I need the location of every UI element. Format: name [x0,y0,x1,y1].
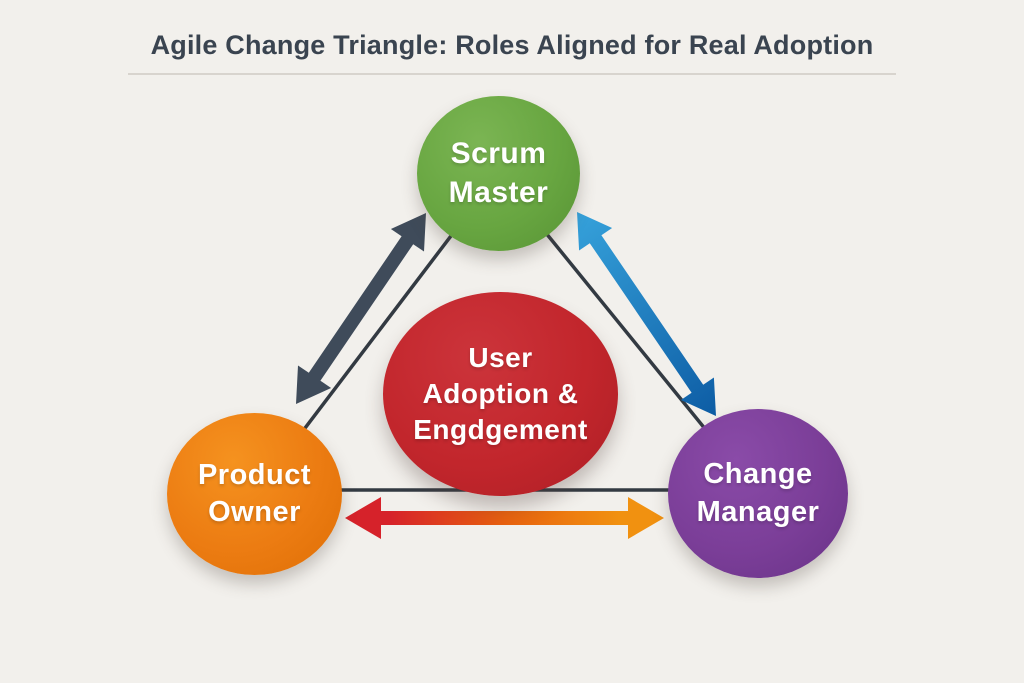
title-divider [128,73,896,75]
node-change-manager: Change Manager [668,409,848,578]
node-user-adoption: User Adoption & Engdgement [383,292,618,496]
node-label-line: Master [448,175,549,209]
node-label-line: Product [197,458,312,491]
node-label-line: User [468,342,533,374]
node-label-line: Scrum [450,137,547,171]
node-label-line: Adoption & [422,378,579,410]
arrow-scrum-owner [296,213,426,404]
node-label-line: Manager [696,495,820,528]
node-label-line: Owner [208,496,301,528]
arrow-scrum-manager [577,212,716,416]
arrow-owner-manager [345,497,664,539]
node-label-line: Change [703,458,813,491]
node-scrum-master: Scrum Master [417,96,580,251]
page-title: Agile Change Triangle: Roles Aligned for… [150,30,874,60]
node-label-line: Engdgement [413,413,588,445]
node-product-owner: Product Owner [167,413,342,575]
